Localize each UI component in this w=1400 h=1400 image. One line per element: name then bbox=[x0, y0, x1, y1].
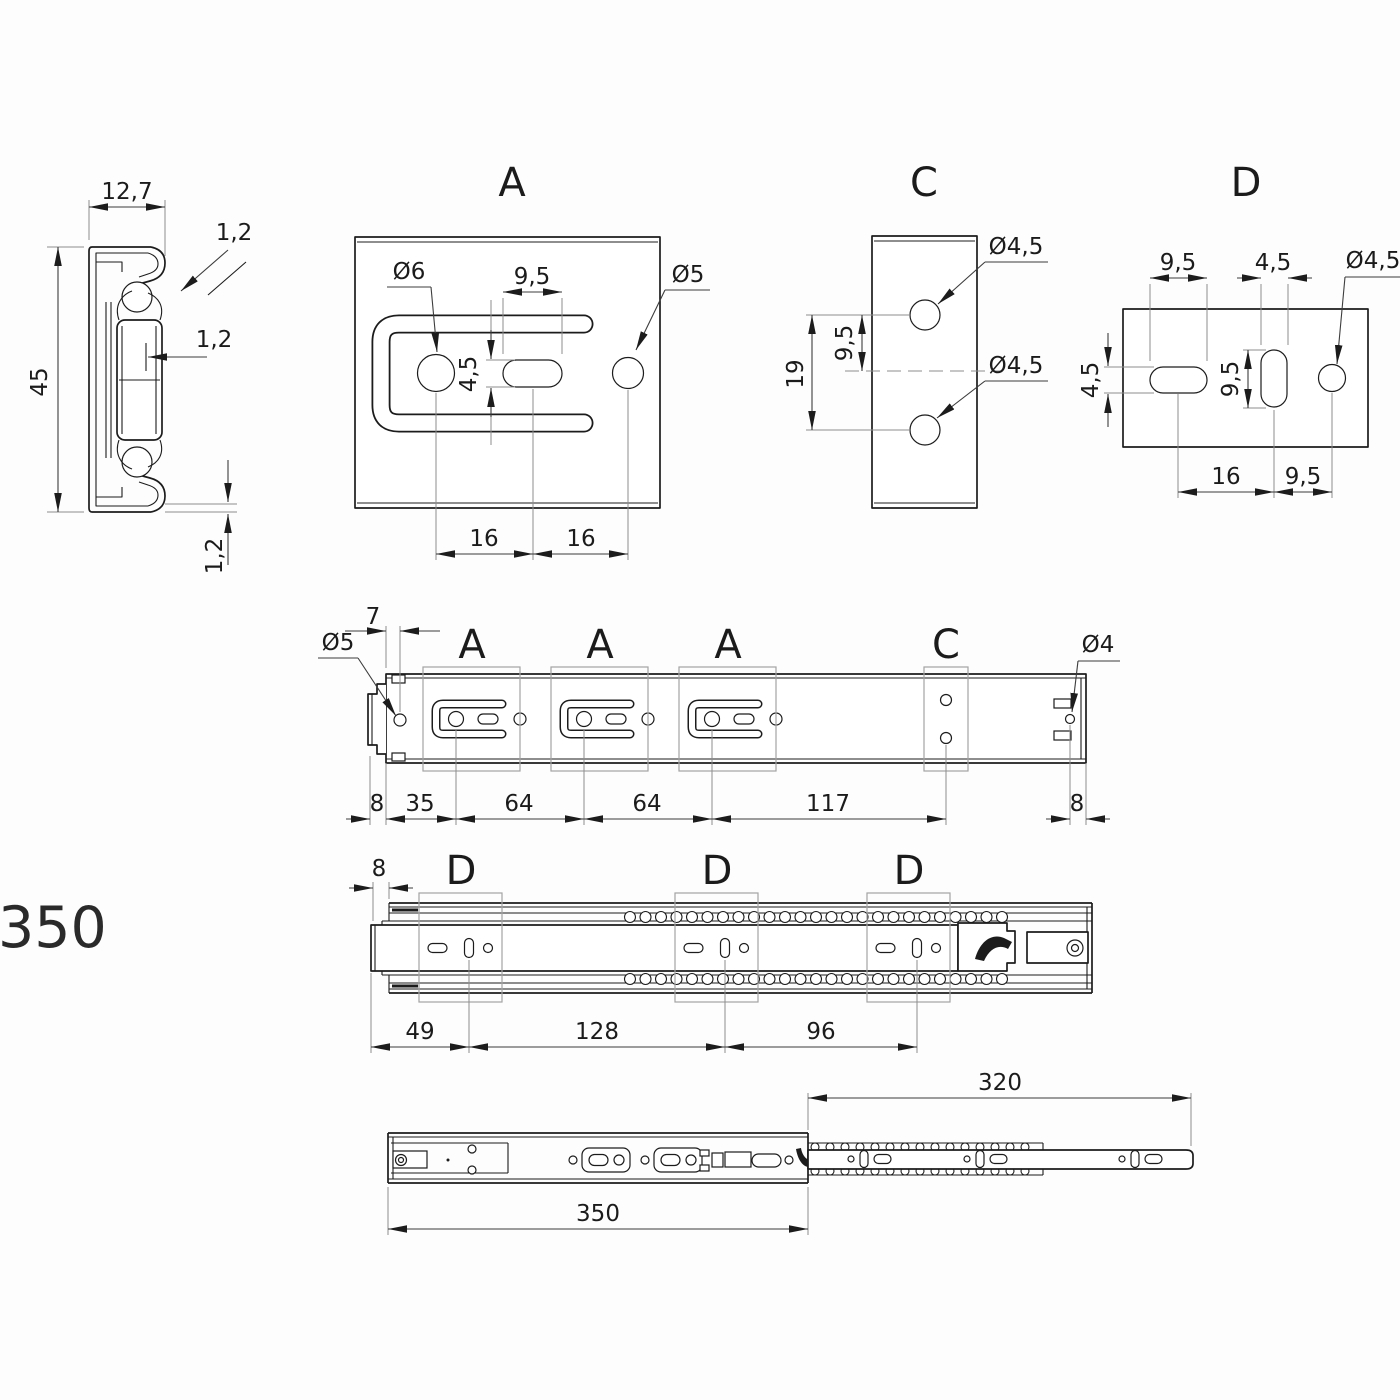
detail-a-label: A bbox=[498, 160, 526, 206]
dim-thickness-top: 1,2 bbox=[216, 220, 253, 246]
dim-rm-1: 49 bbox=[405, 1019, 434, 1045]
drawer-member bbox=[370, 924, 959, 972]
dim-d-hole: Ø4,5 bbox=[1346, 248, 1400, 274]
front-bracket bbox=[367, 683, 386, 755]
ball-cage-bottom bbox=[623, 972, 1009, 986]
detail-c-plate bbox=[871, 235, 978, 509]
detail-a-plate bbox=[354, 236, 661, 509]
dim-c-hole-top: Ø4,5 bbox=[989, 234, 1044, 260]
zone-a2-label: A bbox=[586, 622, 614, 668]
dim-d-slot1-width: 9,5 bbox=[1160, 250, 1197, 276]
dim-d-slot1-height: 4,5 bbox=[1078, 362, 1104, 399]
view-rail-closed: A A A C Ø5 7 Ø4 8 35 64 64 117 8 bbox=[318, 604, 1120, 825]
detail-c-label: C bbox=[910, 160, 938, 206]
view-rail-side: D D D 8 49 128 96 bbox=[349, 848, 1093, 1053]
detail-d-label: D bbox=[1231, 160, 1262, 206]
zone-a2 bbox=[550, 666, 649, 772]
dim-rt-3: 64 bbox=[504, 791, 533, 817]
hole-5mm-front bbox=[393, 713, 407, 727]
zone-d2 bbox=[674, 892, 759, 1003]
dim-a-slot-height: 4,5 bbox=[456, 356, 482, 393]
hole-4-5mm bbox=[1317, 363, 1347, 393]
dim-rt-6: 8 bbox=[1070, 791, 1085, 817]
dim-rt-hole4: Ø4 bbox=[1082, 632, 1115, 658]
zone-d3 bbox=[866, 892, 951, 1003]
dim-closed-length: 350 bbox=[576, 1201, 620, 1227]
dim-a-hole5: Ø5 bbox=[672, 262, 705, 288]
product-length-label: 350 bbox=[0, 895, 107, 961]
zone-d1 bbox=[418, 892, 503, 1003]
dim-a-slot-width: 9,5 bbox=[514, 264, 551, 290]
latch-lever bbox=[975, 936, 1012, 961]
dim-d-slot2-width: 4,5 bbox=[1255, 250, 1292, 276]
dim-c-pitch: 19 bbox=[783, 359, 809, 388]
view-detail-a: A Ø6 9,5 Ø5 4,5 16 16 bbox=[354, 160, 710, 560]
dim-c-hole-bottom: Ø4,5 bbox=[989, 353, 1044, 379]
view-cross-section: 12,7 45 1,2 1,2 1,2 bbox=[27, 179, 252, 574]
ball-bearing-top bbox=[121, 281, 153, 313]
dim-d-slot2-height: 9,5 bbox=[1218, 361, 1244, 398]
dim-rt-5: 117 bbox=[806, 791, 850, 817]
view-detail-c: C Ø4,5 Ø4,5 9,5 19 bbox=[783, 160, 1048, 509]
zone-c-label: C bbox=[932, 622, 960, 668]
dim-section-height: 45 bbox=[27, 367, 53, 396]
slot-9-5mm bbox=[502, 359, 563, 388]
dim-thickness-mid: 1,2 bbox=[196, 327, 233, 353]
hole-4mm-rear bbox=[1064, 713, 1076, 725]
zone-a3-label: A bbox=[714, 622, 742, 668]
dim-extension: 320 bbox=[978, 1070, 1022, 1096]
dim-rt-1: 8 bbox=[370, 791, 385, 817]
dim-a-hole6: Ø6 bbox=[393, 259, 426, 285]
zone-a3 bbox=[678, 666, 777, 772]
ball-bearing-bottom bbox=[121, 446, 153, 478]
zone-a1 bbox=[422, 666, 521, 772]
dim-thickness-bottom: 1,2 bbox=[202, 538, 228, 575]
hole-c-top bbox=[939, 693, 953, 707]
dim-rt-hole5: Ø5 bbox=[322, 630, 355, 656]
slot-horizontal bbox=[1149, 366, 1208, 394]
zone-a1-label: A bbox=[458, 622, 486, 668]
slot-vertical bbox=[1260, 349, 1288, 408]
dim-rt-offset: 7 bbox=[366, 604, 381, 630]
dim-rt-4: 64 bbox=[632, 791, 661, 817]
hole-4-5mm-bottom bbox=[909, 414, 941, 446]
dim-rm-2: 128 bbox=[575, 1019, 619, 1045]
dim-rm-3: 96 bbox=[806, 1019, 835, 1045]
zone-d2-label: D bbox=[702, 848, 733, 894]
hole-5mm bbox=[611, 356, 645, 390]
hole-4-5mm-top bbox=[909, 299, 941, 331]
dim-a-pitch1: 16 bbox=[469, 526, 498, 552]
zone-d3-label: D bbox=[894, 848, 925, 894]
dim-section-width: 12,7 bbox=[101, 179, 152, 205]
zone-d1-label: D bbox=[446, 848, 477, 894]
dim-rm-offset: 8 bbox=[372, 856, 387, 882]
view-rail-extended: 320 350 bbox=[387, 1070, 1194, 1235]
dim-d-pitch2: 9,5 bbox=[1285, 464, 1322, 490]
dim-c-offset: 9,5 bbox=[832, 325, 858, 362]
hole-6mm bbox=[416, 353, 456, 393]
view-detail-d: D 9,5 4,5 Ø4,5 4,5 9,5 16 9,5 bbox=[1078, 160, 1400, 498]
ball-cage-ext-top bbox=[810, 1142, 1030, 1152]
ball-cage-top bbox=[623, 910, 1009, 924]
dim-a-pitch2: 16 bbox=[566, 526, 595, 552]
dim-d-pitch1: 16 bbox=[1211, 464, 1240, 490]
dim-rt-2: 35 bbox=[405, 791, 434, 817]
hole-c-bottom bbox=[939, 731, 953, 745]
